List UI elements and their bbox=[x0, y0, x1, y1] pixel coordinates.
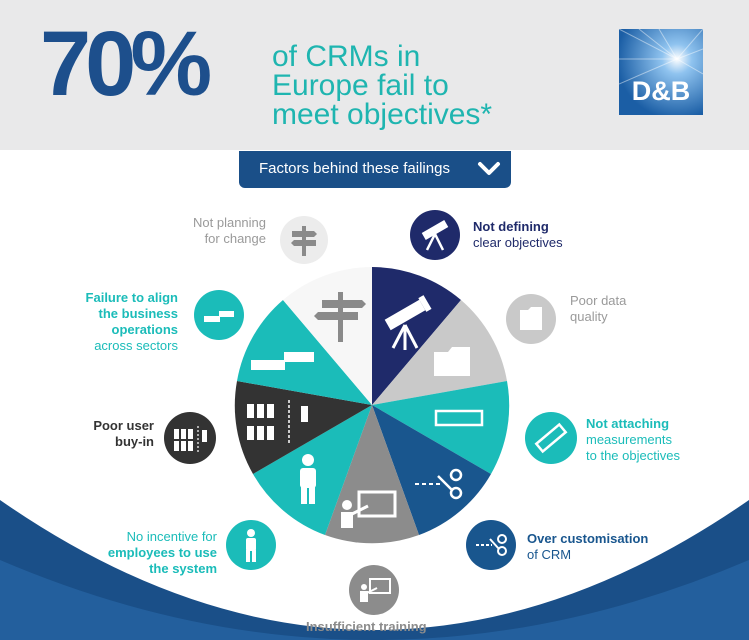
poor-data-circle bbox=[506, 294, 556, 344]
headline-percent: 70% bbox=[40, 13, 212, 115]
telescope-icon bbox=[421, 220, 449, 251]
label-failure-align: Failure to align the business operations… bbox=[60, 290, 178, 354]
pie-slice-over-customisation bbox=[372, 405, 491, 535]
poor-user-circle bbox=[164, 412, 216, 464]
scissors-icon bbox=[415, 468, 463, 500]
not-attaching-circle bbox=[525, 412, 577, 464]
not-planning-circle bbox=[280, 216, 328, 264]
trainer-icon bbox=[341, 490, 397, 528]
ruler-icon bbox=[434, 409, 484, 427]
factors-tab[interactable]: Factors behind these failings bbox=[239, 151, 511, 188]
label-not-defining: Not defining clear objectives bbox=[473, 219, 563, 251]
label-no-incentive: No incentive for employees to use the sy… bbox=[97, 529, 217, 577]
logo-text: D&B bbox=[631, 76, 691, 106]
headline-line-2: Europe fail to bbox=[272, 69, 449, 102]
label-insufficient-training: Insufficient training bbox=[306, 619, 427, 635]
logo-burst-icon bbox=[619, 29, 703, 115]
label-not-attaching-2: measurements bbox=[586, 432, 672, 447]
over-customisation-circle bbox=[466, 520, 516, 570]
label-over-customisation-2: of CRM bbox=[527, 547, 572, 562]
pie-slice-not-attaching bbox=[372, 381, 510, 474]
label-not-defining-1: Not defining bbox=[473, 219, 549, 234]
label-not-planning-1: Not planning bbox=[193, 215, 266, 230]
label-poor-user-1: Poor user bbox=[93, 418, 154, 433]
dnb-logo: D&B bbox=[619, 29, 703, 115]
headline-text: of CRMs in Europe fail to meet objective… bbox=[272, 40, 493, 131]
label-failure-align-1: Failure to align bbox=[85, 290, 178, 305]
person-icon bbox=[246, 529, 256, 562]
label-failure-align-2: the business bbox=[98, 306, 178, 321]
signpost-icon bbox=[314, 292, 366, 342]
signpost-icon bbox=[291, 226, 317, 256]
folder-icon bbox=[520, 307, 542, 330]
label-poor-data: Poor data quality bbox=[570, 293, 626, 325]
label-insufficient-training-1: Insufficient training bbox=[306, 619, 427, 634]
label-not-planning: Not planning for change bbox=[176, 215, 266, 247]
not-defining-circle bbox=[410, 210, 460, 260]
person-icon bbox=[300, 454, 316, 504]
label-failure-align-3: operations bbox=[111, 322, 178, 337]
label-no-incentive-1: No incentive for bbox=[126, 529, 217, 544]
insufficient-training-circle bbox=[349, 565, 399, 615]
label-poor-user: Poor user buy-in bbox=[70, 418, 154, 450]
headline-line-3: meet objectives* bbox=[272, 98, 493, 131]
label-not-planning-2: for change bbox=[204, 231, 266, 246]
trainer-icon bbox=[360, 578, 391, 602]
factors-tab-label: Factors behind these failings bbox=[259, 160, 450, 177]
label-not-attaching-1: Not attaching bbox=[586, 416, 670, 431]
failure-align-circle bbox=[194, 290, 244, 340]
no-incentive-circle bbox=[226, 520, 276, 570]
label-poor-user-2: buy-in bbox=[115, 434, 154, 449]
label-not-attaching: Not attaching measurements to the object… bbox=[586, 416, 680, 464]
misalign-icon bbox=[251, 352, 314, 370]
pie-slice-not-defining bbox=[372, 267, 461, 405]
label-not-attaching-3: to the objectives bbox=[586, 448, 680, 463]
label-no-incentive-3: the system bbox=[149, 561, 217, 576]
misalign-icon bbox=[204, 311, 234, 322]
label-over-customisation-1: Over customisation bbox=[527, 531, 649, 546]
crowd-icon bbox=[174, 426, 207, 452]
label-poor-data-1: Poor data bbox=[570, 293, 627, 308]
label-failure-align-4: across sectors bbox=[94, 338, 178, 353]
headline-line-1: of CRMs in bbox=[272, 40, 421, 73]
folder-icon bbox=[434, 347, 470, 376]
label-over-customisation: Over customisation of CRM bbox=[527, 531, 648, 563]
label-poor-data-2: quality bbox=[570, 309, 608, 324]
label-no-incentive-2: employees to use bbox=[107, 545, 217, 560]
telescope-icon bbox=[384, 295, 432, 331]
crowd-icon bbox=[247, 400, 308, 445]
scissors-icon bbox=[476, 534, 507, 556]
ruler-icon bbox=[534, 422, 568, 454]
label-not-defining-2: clear objectives bbox=[473, 235, 563, 250]
chevron-down-icon bbox=[478, 162, 500, 175]
